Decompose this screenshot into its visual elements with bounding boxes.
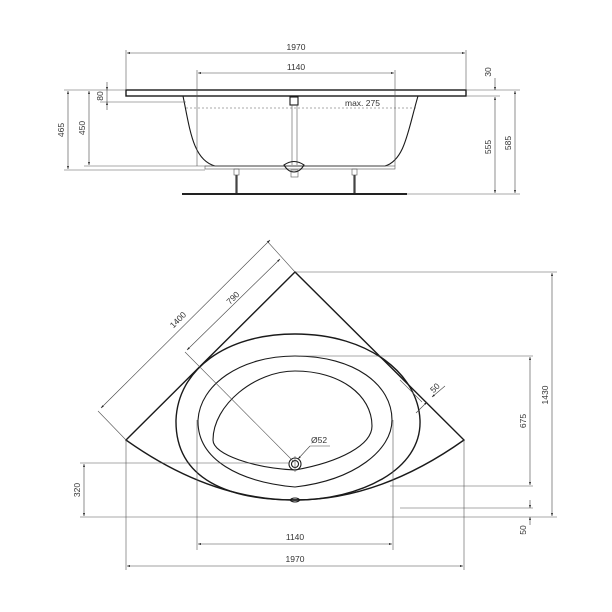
dim-height-max: 585 — [503, 136, 513, 150]
water-level-label: max. 275 — [345, 98, 380, 108]
dim-inner-width: 1140 — [286, 532, 305, 542]
dim-overall-length: 1970 — [287, 42, 306, 52]
dim-inner-depth: 450 — [77, 121, 87, 135]
dim-overall-depth: 1430 — [540, 385, 550, 404]
dim-overflow-depth: 80 — [95, 91, 105, 101]
dim-bottom-gap: 50 — [518, 525, 528, 535]
legs — [233, 168, 358, 193]
tub-frame — [204, 165, 396, 170]
plan-view: Ø52 1400 790 50 1430 675 50 — [72, 239, 557, 570]
dim-inner-length: 1140 — [287, 62, 306, 72]
drain-diameter-label: Ø52 — [311, 435, 327, 445]
tub-rim — [125, 89, 467, 97]
dim-drain-offset: 790 — [224, 289, 241, 306]
drain-fitting — [283, 160, 305, 173]
dim-drain-to-edge: 320 — [72, 483, 82, 497]
dim-rim-gap: 50 — [428, 381, 442, 395]
overflow-fitting — [289, 96, 299, 106]
side-view: 1970 1140 max. 275 80 450 465 30 555 — [56, 42, 520, 195]
tub-body — [182, 95, 419, 167]
dim-overall-width: 1970 — [286, 554, 305, 564]
dim-rim-thickness: 30 — [483, 67, 493, 77]
dim-diagonal-side: 1400 — [168, 309, 189, 330]
dim-height-min: 555 — [483, 140, 493, 154]
dim-outer-height: 465 — [56, 123, 66, 137]
tub-bottom — [212, 370, 373, 471]
overflow — [289, 497, 301, 503]
tub-rim-inner — [175, 333, 421, 501]
dim-inner-depth: 675 — [518, 414, 528, 428]
